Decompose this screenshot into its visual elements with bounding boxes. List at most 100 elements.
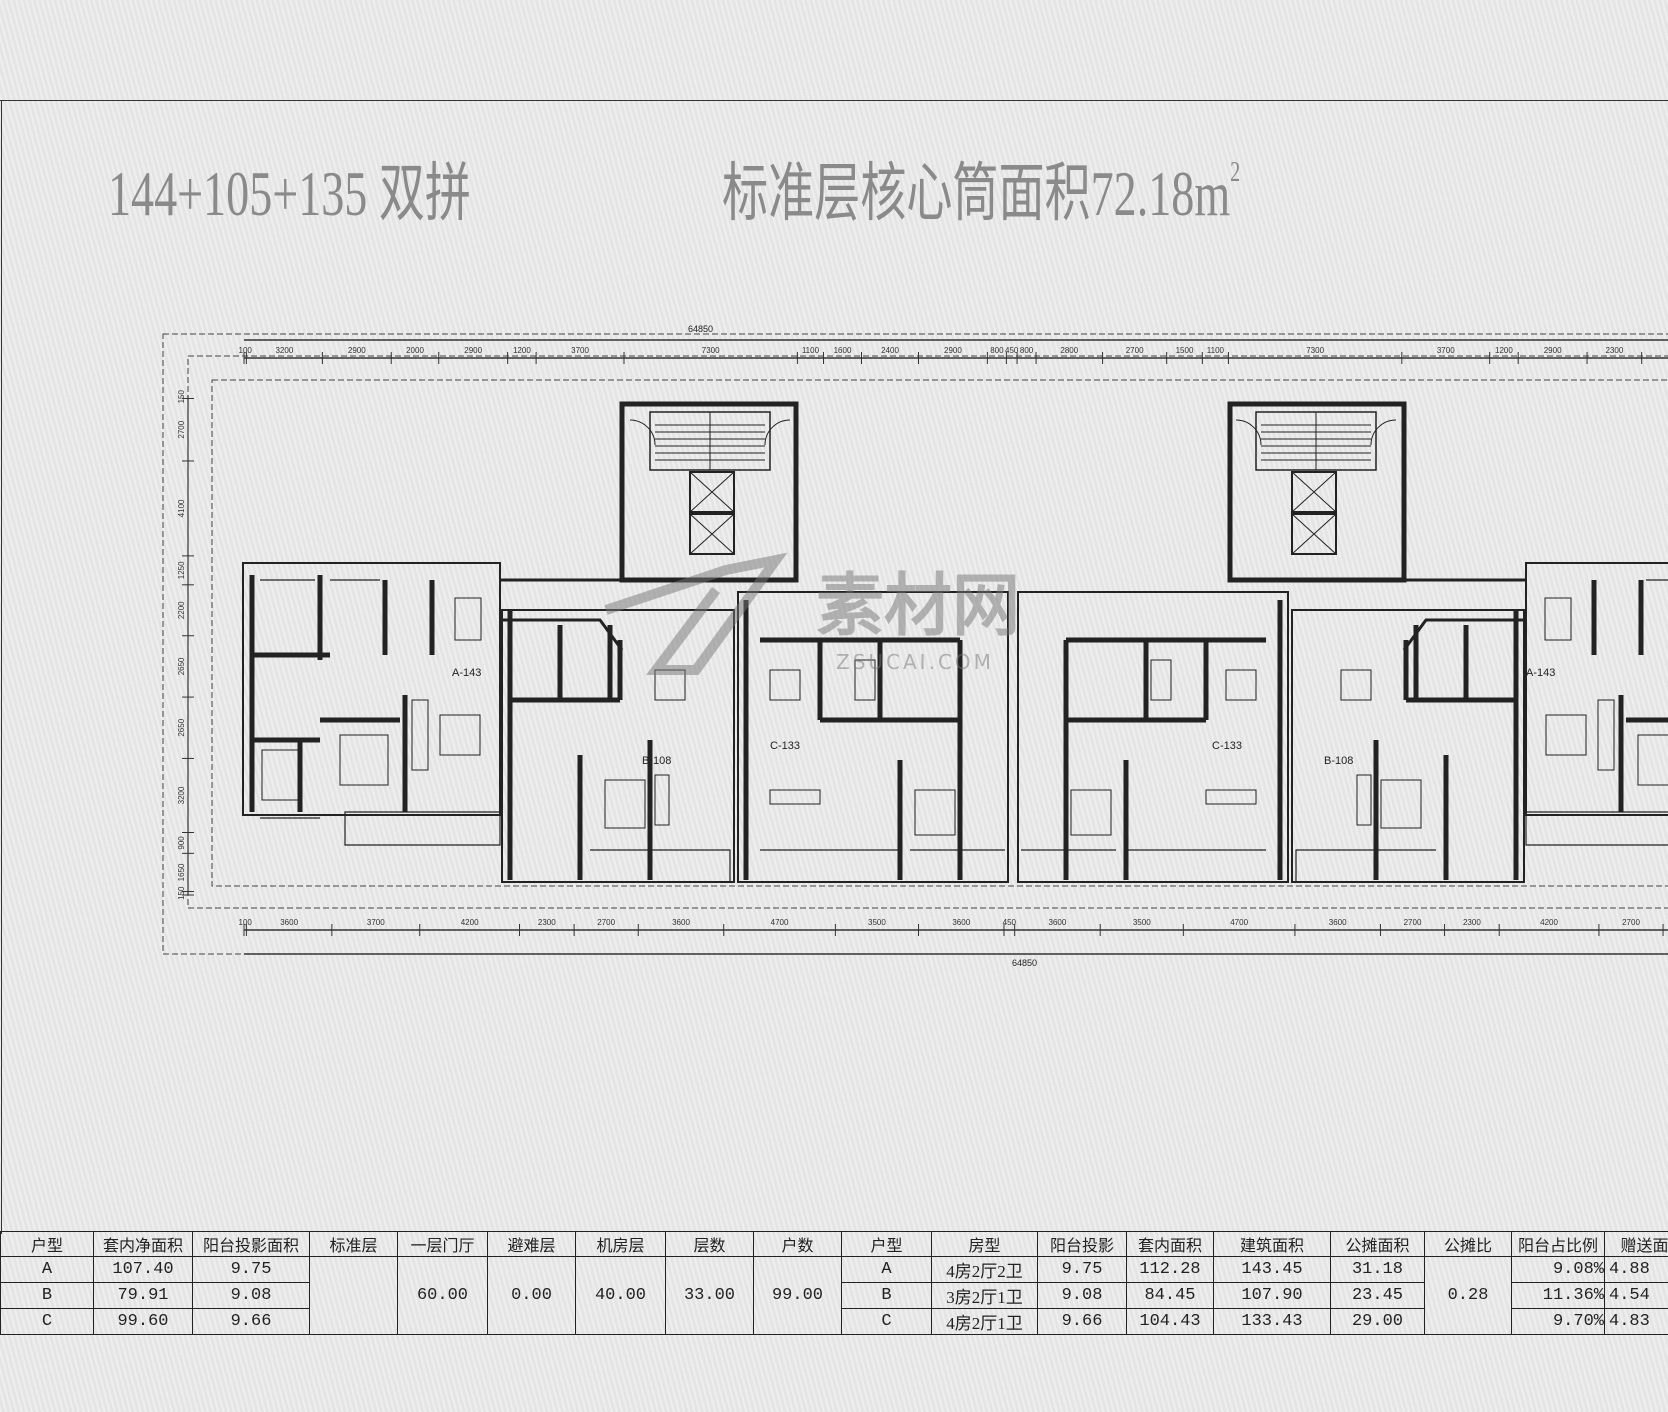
cell-shared: 31.18 (1330, 1256, 1425, 1283)
th: 阳台投影面积 (192, 1231, 310, 1257)
cell-balcony2: 9.66 (1037, 1308, 1127, 1335)
dim-label: 2650 (177, 718, 186, 736)
unit-c-bed-2 (914, 789, 956, 836)
unit-label-c-right: C-133 (1212, 740, 1242, 752)
cell-rooms: 4房2厅2卫 (931, 1256, 1038, 1283)
unit-a-dining-table (454, 597, 482, 641)
cell-gross: 107.90 (1213, 1282, 1331, 1309)
th: 户数 (753, 1231, 842, 1257)
dim-label: 3700 (571, 346, 589, 355)
dim-label: 2700 (177, 420, 186, 438)
th: 赠送面积 (1604, 1231, 1668, 1257)
dim-label: 3600 (1049, 918, 1067, 927)
dim-label: 3200 (275, 346, 293, 355)
cell-balcony-area: 9.75 (192, 1256, 310, 1283)
th: 机房层 (575, 1231, 666, 1257)
cell-refuge: 0.00 (487, 1256, 576, 1335)
cell-balcony2: 9.75 (1037, 1256, 1127, 1283)
cell-balcony-area: 9.66 (192, 1308, 310, 1335)
dim-label: 2900 (944, 346, 962, 355)
table-header-row: 户型 套内净面积 阳台投影面积 标准层 一层门厅 避难层 机房层 层数 户数 户… (0, 1231, 1668, 1257)
dim-label: 7300 (1306, 346, 1324, 355)
dim-outer-dashed (162, 333, 1668, 955)
dim-label: 1100 (1207, 346, 1225, 355)
dim-label: 2300 (538, 918, 556, 927)
th: 阳台占比例 (1511, 1231, 1605, 1257)
dim-label: 3700 (1437, 346, 1455, 355)
dim-label: 4200 (1540, 918, 1558, 927)
th: 建筑面积 (1213, 1231, 1331, 1257)
cell-type: B (0, 1282, 94, 1309)
unit-b-dining-table (654, 669, 686, 701)
unit-a-rooms (260, 579, 501, 846)
unit-b-walls (507, 610, 653, 880)
dim-label: 1650 (177, 863, 186, 881)
title-core-area-text: 标准层核心筒面积72.18m (722, 158, 1231, 229)
plan-half-right (1018, 404, 1668, 882)
unit-label-b-right: B-108 (1324, 755, 1353, 767)
dim-label: 3200 (177, 786, 186, 804)
stair-door-swing (629, 419, 791, 446)
th: 公摊面积 (1330, 1231, 1425, 1257)
dim-label: 100 (239, 918, 253, 927)
unit-c-walls (743, 600, 963, 880)
cell-rooms: 4房2厅1卫 (931, 1308, 1038, 1335)
cell-net-area: 79.91 (93, 1282, 193, 1309)
th: 标准层 (309, 1231, 398, 1257)
cell-type2: B (841, 1282, 932, 1309)
dim-label: 4200 (461, 918, 479, 927)
dim-label: 4700 (1230, 918, 1248, 927)
th: 户型 (841, 1231, 932, 1257)
unit-a-bed-1 (261, 749, 303, 801)
table-row: C 99.60 9.66 C 4房2厅1卫 9.66 104.43 133.43… (0, 1308, 1668, 1335)
cell-balcony-area: 9.08 (192, 1282, 310, 1309)
dim-label: 2900 (464, 346, 482, 355)
plan-half-left (242, 401, 1009, 883)
th: 一层门厅 (397, 1231, 488, 1257)
cell-inner: 112.28 (1126, 1256, 1214, 1283)
cell-balcony-ratio: 11.36% (1511, 1282, 1605, 1309)
dim-label: 3500 (1133, 918, 1151, 927)
unit-a-sofa (411, 699, 429, 771)
dim-label: 1100 (802, 346, 820, 355)
dim-label: 2000 (406, 346, 424, 355)
dim-label: 3600 (952, 918, 970, 927)
cell-machine: 40.00 (575, 1256, 666, 1335)
dim-label: 3600 (1329, 918, 1347, 927)
cell-shared: 23.45 (1330, 1282, 1425, 1309)
cell-gross: 133.43 (1213, 1308, 1331, 1335)
cell-share-ratio: 0.28 (1424, 1256, 1512, 1335)
sheet-frame-left (1, 100, 2, 1234)
th: 房型 (931, 1231, 1038, 1257)
unit-label-c-left: C-133 (770, 740, 800, 752)
dim-label: 450 (1003, 918, 1017, 927)
unit-c-sofa (769, 789, 821, 805)
stair-treads (655, 412, 765, 470)
cell-inner: 84.45 (1126, 1282, 1214, 1309)
cell-type: A (0, 1256, 94, 1283)
dim-label: 3600 (280, 918, 298, 927)
dim-label: 150 (177, 886, 186, 900)
cell-lobby: 60.00 (397, 1256, 488, 1335)
dim-label: 2900 (348, 346, 366, 355)
cell-type: C (0, 1308, 94, 1335)
dim-label: 2700 (1622, 918, 1640, 927)
cell-net-area: 99.60 (93, 1308, 193, 1335)
dim-label: 2800 (1060, 346, 1078, 355)
cell-standard-floor (309, 1256, 398, 1335)
unit-b-bed (604, 779, 646, 829)
cell-shared: 29.00 (1330, 1308, 1425, 1335)
dim-label: 1600 (834, 346, 852, 355)
dim-label: 2300 (1605, 346, 1623, 355)
dim-label: 800 (1020, 346, 1034, 355)
dim-label: 2300 (1463, 918, 1481, 927)
title-core-area-unit-sup: 2 (1230, 157, 1241, 188)
dim-label: 2700 (597, 918, 615, 927)
dim-label: 2200 (177, 601, 186, 619)
cell-type2: C (841, 1308, 932, 1335)
table-row: B 79.91 9.08 B 3房2厅1卫 9.08 84.45 107.90 … (0, 1282, 1668, 1309)
dim-label: 2700 (1404, 918, 1422, 927)
dim-label: 2700 (1126, 346, 1144, 355)
dim-label: 4700 (771, 918, 789, 927)
